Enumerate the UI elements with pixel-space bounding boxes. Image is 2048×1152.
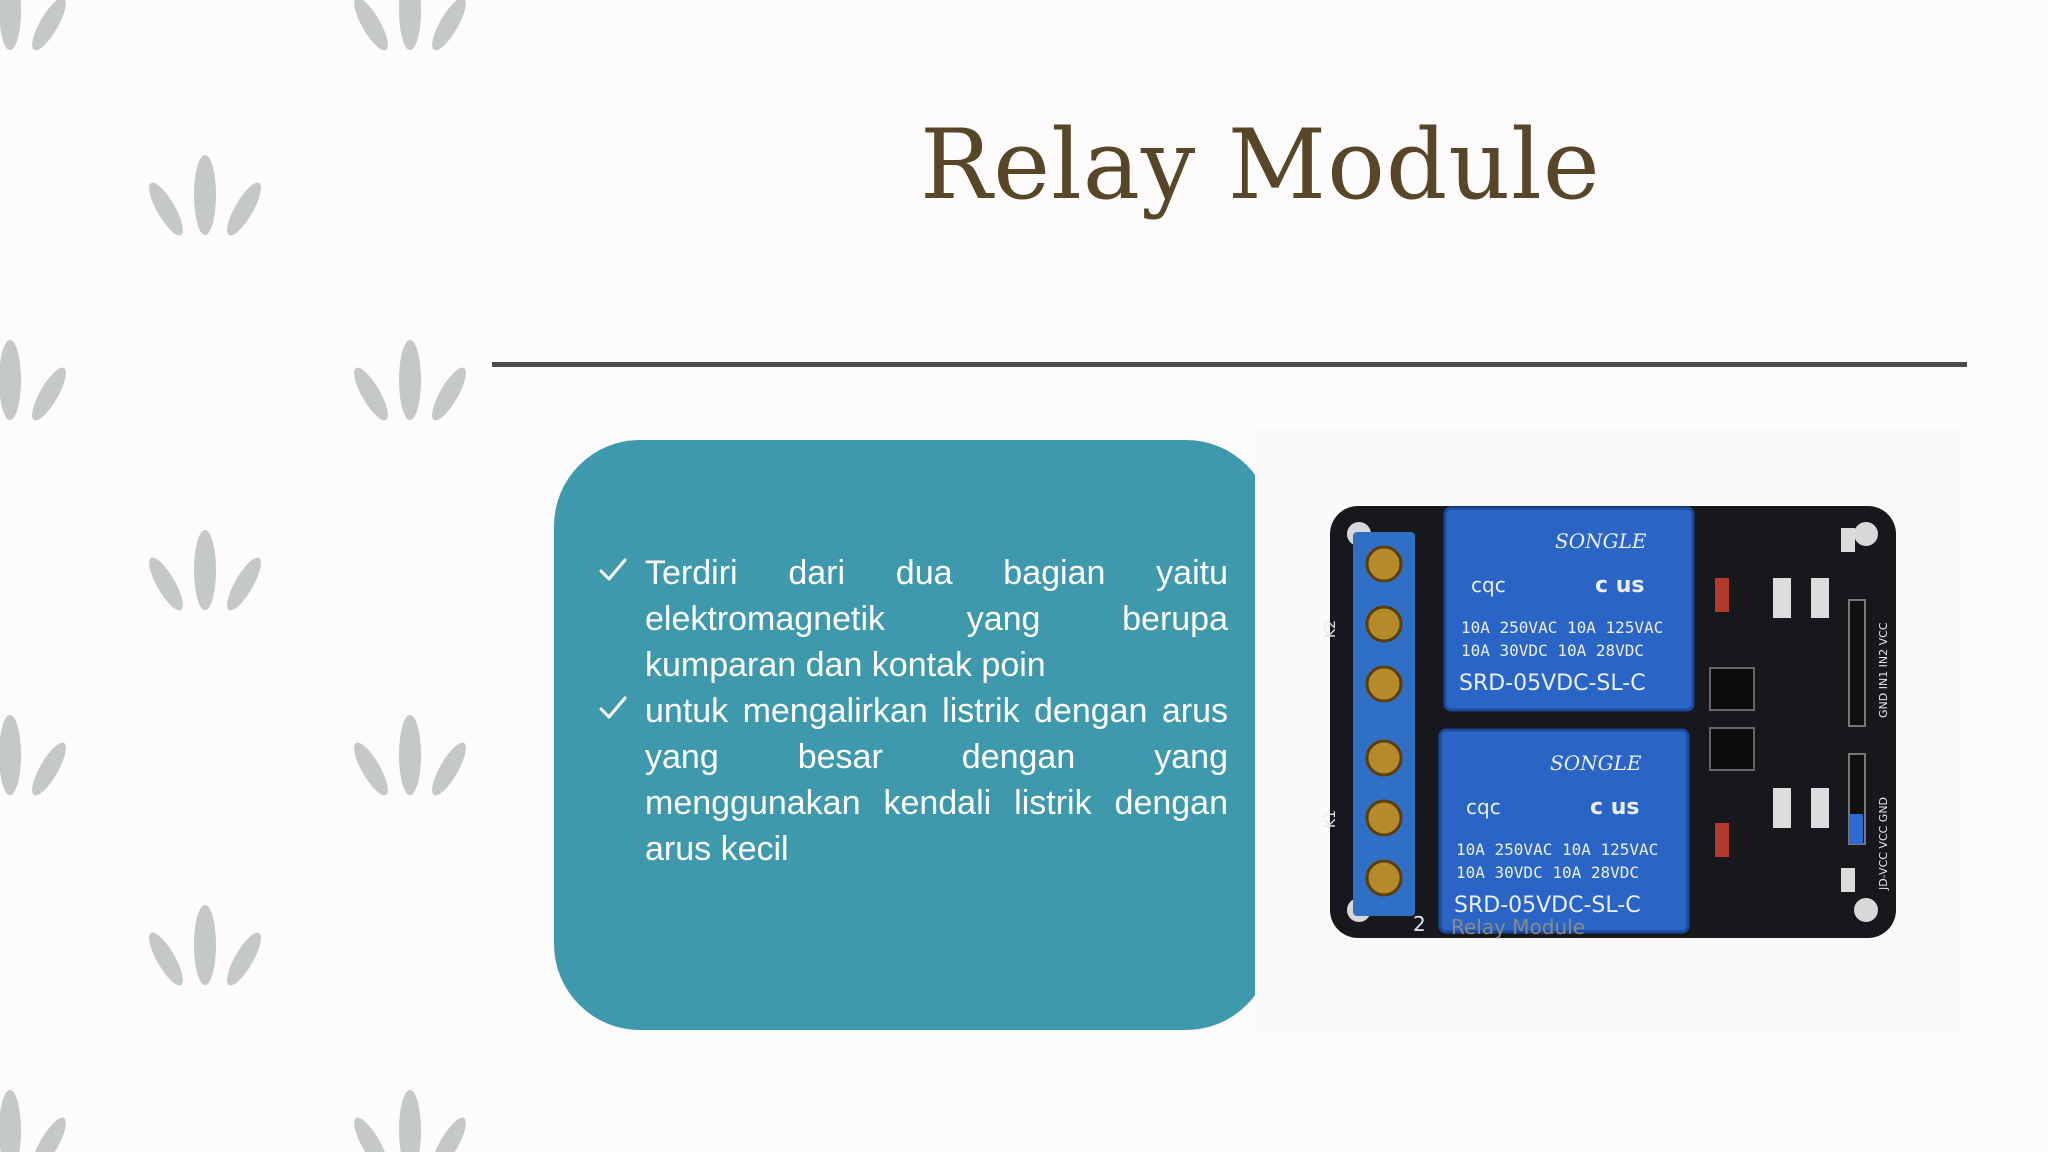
relay-brand: SONGLE [1555,529,1647,553]
bullet-item: untuk mengalirkan listrik dengan arus ya… [598,688,1228,872]
leaf-icon [0,715,72,800]
checkmark-icon [599,696,627,719]
bullet-item: Terdiri dari dua bagian yaitu elektromag… [598,550,1228,688]
title-divider [492,362,1967,367]
leaf-icon [0,340,72,425]
leaf-icon [348,715,470,800]
terminal-block [1353,532,1415,916]
label-channel-count: 2 [1413,912,1426,936]
slide-title: Relay Module [920,109,1601,221]
leaf-icon [348,0,470,55]
label-k2: K2 [1323,620,1339,638]
leaf-icon [348,340,470,425]
relay-module-illustration: K2 K1 SONGLE cqc c us 10A 250VAC 10A 125… [1323,506,1896,939]
pcb-components [1709,528,1866,892]
label-caption: Relay Module [1451,915,1585,939]
label-k1: K1 [1323,810,1339,828]
relay-rating-2: 10A 30VDC 10A 28VDC [1456,863,1639,882]
leaf-icon [0,1090,72,1152]
mounting-hole [1854,522,1878,546]
relay-bottom: SONGLE cqc c us 10A 250VAC 10A 125VAC 10… [1438,728,1690,934]
bullet-list: Terdiri dari dua bagian yaitu elektromag… [598,550,1228,872]
leaf-icon [143,530,267,615]
leaf-icon [348,1090,470,1152]
mounting-hole [1854,898,1878,922]
leaf-icon [143,905,267,990]
relay-cert-right: c us [1590,795,1639,820]
relay-rating-1: 10A 250VAC 10A 125VAC [1461,618,1663,637]
relay-module-photo: K2 K1 SONGLE cqc c us 10A 250VAC 10A 125… [1255,428,1967,1038]
bullet-text: Terdiri dari dua bagian yaitu elektromag… [645,554,1228,684]
relay-cert-left: cqc [1471,573,1506,597]
leaf-icon [143,155,267,240]
label-header-bottom: JD-VCC VCC GND [1877,797,1890,891]
relay-model: SRD-05VDC-SL-C [1454,893,1641,918]
leaf-pattern-background [0,0,470,1152]
relay-cert-right: c us [1595,573,1644,598]
relay-brand: SONGLE [1550,751,1642,775]
relay-top: SONGLE cqc c us 10A 250VAC 10A 125VAC 10… [1443,506,1695,712]
label-header-top: GND IN1 IN2 VCC [1877,622,1890,718]
relay-cert-left: cqc [1466,795,1501,819]
relay-rating-1: 10A 250VAC 10A 125VAC [1456,840,1658,859]
relay-rating-2: 10A 30VDC 10A 28VDC [1461,641,1644,660]
bullet-text: untuk mengalirkan listrik dengan arus ya… [645,692,1228,868]
description-card: Terdiri dari dua bagian yaitu elektromag… [554,440,1272,1030]
checkmark-icon [599,558,627,581]
terminal-screws [1365,545,1403,897]
leaf-icon [0,0,72,55]
relay-model: SRD-05VDC-SL-C [1459,671,1646,696]
